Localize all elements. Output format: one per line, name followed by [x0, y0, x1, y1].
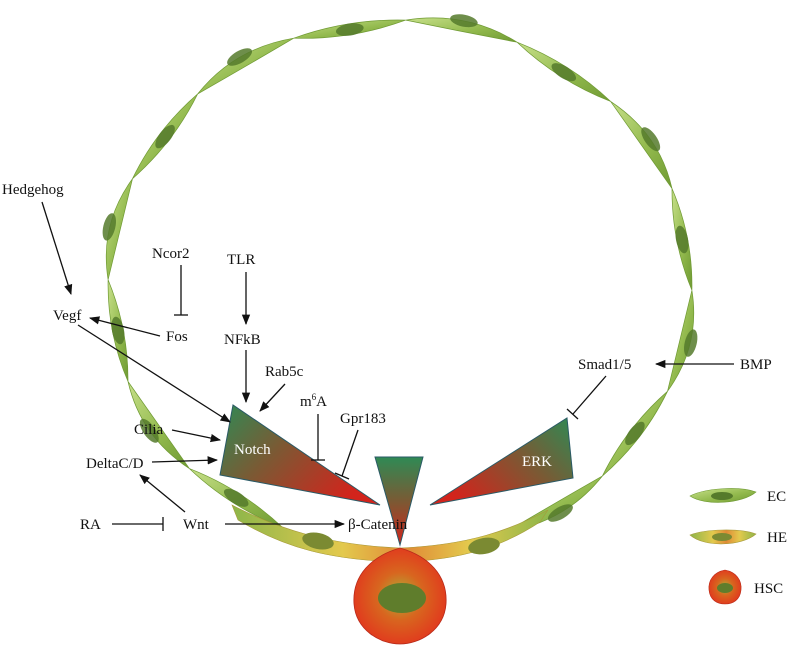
legend-label-hsc: HSC [754, 581, 783, 597]
endothelial-nucleus [675, 225, 689, 254]
edge-rab5c-to-notch [259, 383, 286, 412]
edge-ncor2-inhibits-fos [174, 265, 188, 316]
legend-he-nucleus [712, 533, 732, 541]
label-ncor2: Ncor2 [152, 246, 190, 262]
endothelial-nucleus [547, 504, 573, 522]
label-wnt: Wnt [183, 517, 210, 533]
label-deltacd: DeltaC/D [86, 456, 144, 472]
label-gpr183: Gpr183 [340, 411, 386, 427]
notch-gradient-triangle [219, 404, 381, 506]
he-nucleus [302, 532, 334, 550]
endothelial-nucleus [139, 418, 159, 443]
legend-item-hsc: HSC [708, 569, 783, 605]
label-tlr: TLR [227, 252, 255, 268]
label-bmp: BMP [740, 357, 772, 373]
label-smad15: Smad1/5 [578, 357, 631, 373]
label-nfkb: NFkB [224, 332, 261, 348]
endothelial-nucleus [223, 488, 249, 507]
endothelial-nucleus [335, 23, 364, 36]
endothelial-nucleus [155, 124, 175, 149]
legend-hsc-nucleus [717, 583, 733, 593]
edge-deltacd-to-notch [151, 456, 219, 465]
label-notch: Notch [234, 442, 271, 458]
edge-wnt-to-deltacd [139, 474, 186, 513]
label-ra: RA [80, 517, 101, 533]
label-hedgehog: Hedgehog [2, 182, 64, 198]
legend-label-ec: EC [767, 489, 786, 505]
hsc-nucleus [378, 583, 426, 613]
edge-gpr183-inhibits-notch [334, 429, 359, 480]
label-erk: ERK [522, 454, 552, 470]
he-nucleus [468, 537, 500, 555]
edge-smad15-inhibits-erk [566, 375, 607, 420]
endothelial-nucleus [102, 213, 116, 241]
legend: EC HE HSC [689, 488, 787, 605]
legend-item-ec: EC [689, 488, 786, 505]
center-gradient-triangle [374, 456, 424, 547]
edge-cilia-to-notch [171, 429, 222, 443]
legend-ec-nucleus [711, 492, 733, 500]
edge-m6a-inhibits-notch [311, 414, 325, 461]
edge-fos-to-vegf [88, 316, 161, 337]
label-rab5c: Rab5c [265, 364, 304, 380]
label-m6a: m6A [300, 392, 327, 410]
endothelial-cell [197, 37, 294, 95]
erk-gradient-triangle [429, 417, 574, 506]
edge-ra-inhibits-wnt [112, 517, 164, 531]
label-cilia: Cilia [134, 422, 164, 438]
legend-label-he: HE [767, 530, 787, 546]
label-bcatenin: β-Catenin [348, 517, 408, 533]
endothelial-cell [610, 101, 673, 189]
endothelial-ring [102, 14, 698, 533]
endothelial-nucleus [111, 316, 125, 345]
edge-hedgehog-to-vegf [41, 201, 73, 295]
endothelial-nucleus [625, 421, 645, 446]
endothelial-nucleus [551, 63, 577, 82]
label-fos: Fos [166, 329, 188, 345]
endothelial-nucleus [450, 14, 478, 28]
endothelial-nucleus [684, 329, 698, 357]
endothelial-nucleus [227, 48, 253, 66]
edge-vegf-to-notch [77, 324, 231, 423]
legend-item-he: HE [689, 529, 787, 546]
label-vegf: Vegf [53, 308, 81, 324]
endothelial-nucleus [641, 127, 661, 152]
